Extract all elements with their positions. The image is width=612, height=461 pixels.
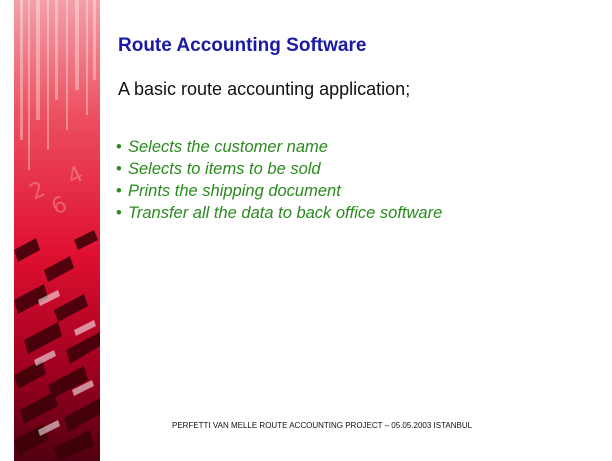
bullet-marker: • [116, 204, 122, 222]
bullet-marker: • [116, 138, 122, 156]
abstract-graphic-icon: 2 6 4 [14, 0, 100, 461]
list-item: • Selects to items to be sold [116, 158, 442, 180]
list-item: • Prints the shipping document [116, 180, 442, 202]
list-item: • Selects the customer name [116, 136, 442, 158]
bullet-marker: • [116, 160, 122, 178]
slide-footer: PERFETTI VAN MELLE ROUTE ACCOUNTING PROJ… [172, 421, 473, 430]
bullet-marker: • [116, 182, 122, 200]
list-item-text: Selects to items to be sold [128, 160, 321, 178]
list-item-text: Transfer all the data to back office sof… [128, 204, 443, 222]
bullet-list: • Selects the customer name • Selects to i… [116, 136, 442, 224]
list-item: • Transfer all the data to back office so… [116, 202, 442, 224]
list-item-text: Prints the shipping document [128, 182, 341, 200]
decorative-red-band: 2 6 4 [14, 0, 100, 461]
slide-title: Route Accounting Software [118, 35, 367, 56]
list-item-text: Selects the customer name [128, 138, 328, 156]
slide-subtitle: A basic route accounting application; [118, 79, 411, 99]
